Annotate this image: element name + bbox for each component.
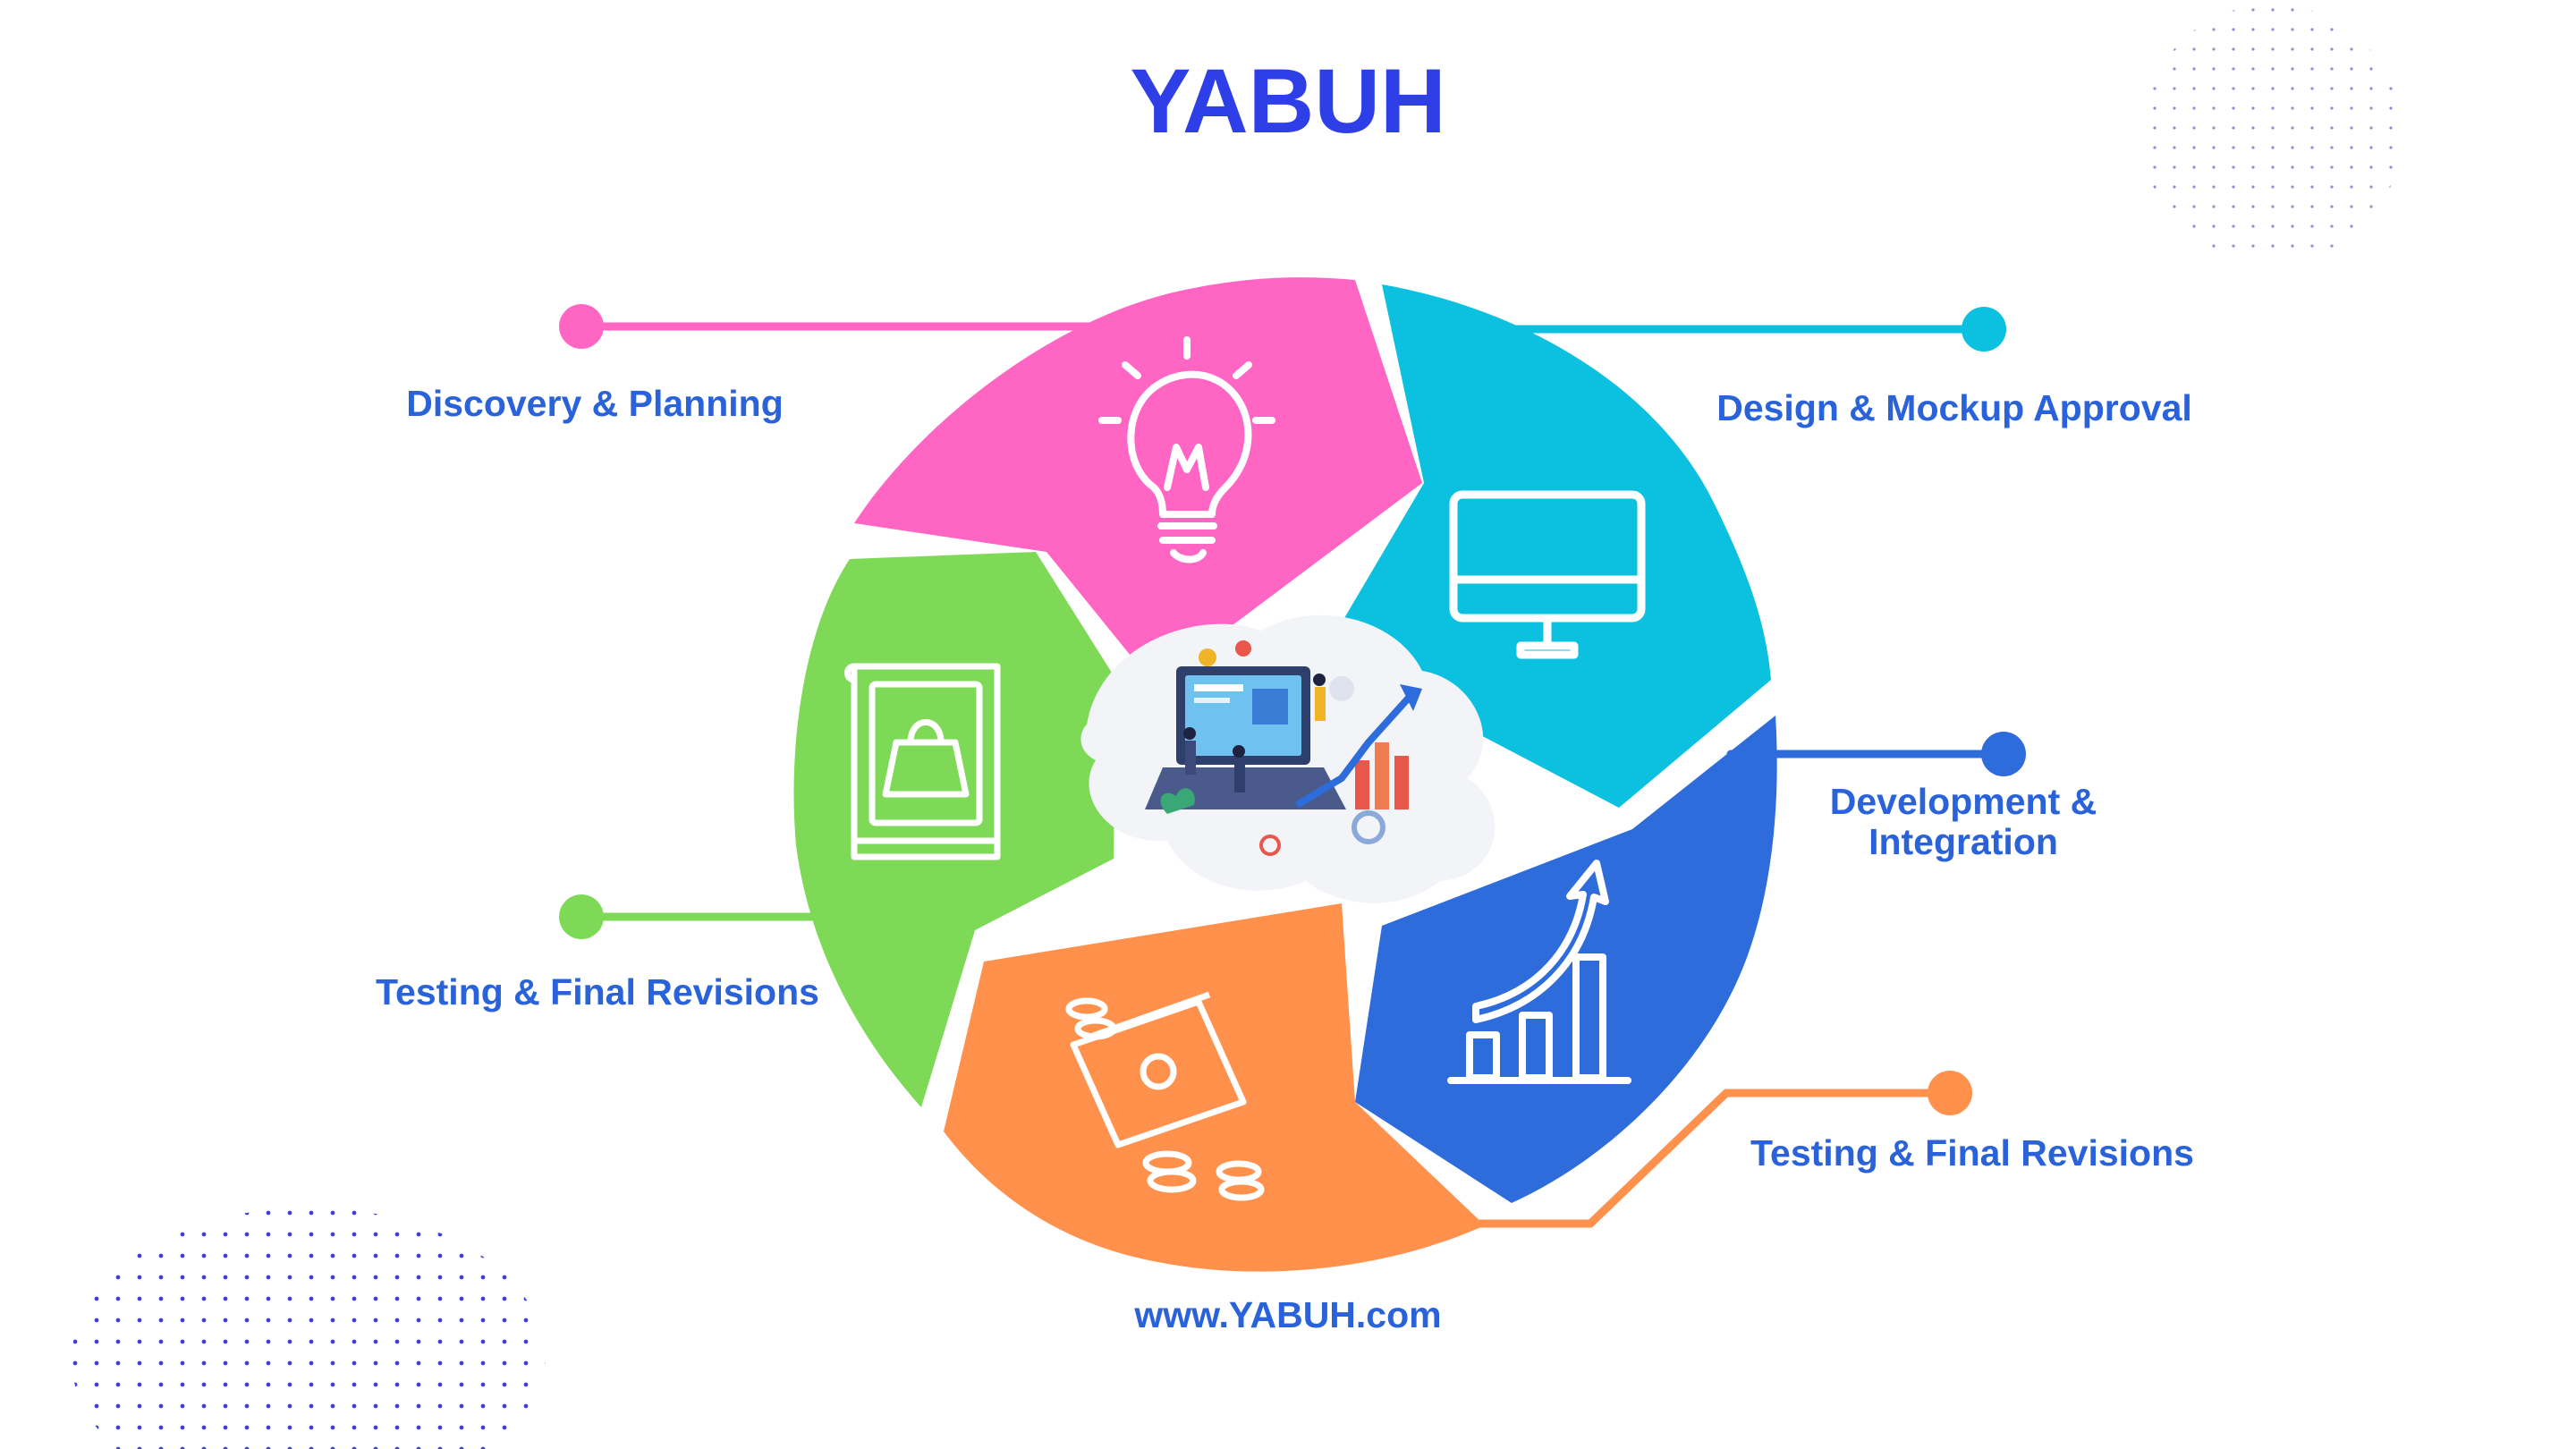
dot-pattern-top-right (2142, 4, 2402, 264)
label-testing-orange: Testing & Final Revisions (1750, 1132, 2194, 1174)
bar-red-3 (1394, 756, 1409, 809)
segment-discovery (854, 277, 1422, 684)
segment-testing-orange (944, 903, 1485, 1272)
monitor-icon (1449, 490, 1646, 659)
lightbulb-icon (1098, 336, 1275, 564)
connector-testing-orange (1471, 1089, 1954, 1228)
laptop-base (1145, 767, 1346, 809)
center-illustration (1080, 614, 1496, 903)
dot-pattern-bottom-left (72, 1208, 546, 1449)
dot-development (1981, 732, 2026, 776)
label-development-line2: Integration (1868, 821, 2058, 862)
trend-arrow (1294, 695, 1411, 809)
money-icon (1065, 991, 1265, 1201)
connector-dots (559, 304, 2026, 1115)
growth-chart-icon (1447, 860, 1631, 1084)
dot-testing-green (559, 894, 604, 939)
dot-design (1962, 307, 2006, 352)
label-testing-green: Testing & Final Revisions (376, 971, 819, 1013)
gear (1352, 810, 1385, 844)
label-design: Design & Mockup Approval (1716, 387, 2192, 428)
shopping-book-icon (844, 663, 1001, 860)
dot-testing-orange (1928, 1071, 1972, 1115)
label-discovery: Discovery & Planning (406, 383, 784, 424)
bar-red-1 (1355, 760, 1369, 809)
dot-discovery (559, 304, 604, 349)
stage-labels: Discovery & Planning Design & Mockup App… (376, 383, 2194, 1174)
page-title: YABUH (1130, 50, 1445, 152)
website-url: www.YABUH.com (1133, 1294, 1441, 1335)
label-development-line1: Development & (1830, 781, 2097, 822)
bar-red-2 (1375, 742, 1389, 809)
